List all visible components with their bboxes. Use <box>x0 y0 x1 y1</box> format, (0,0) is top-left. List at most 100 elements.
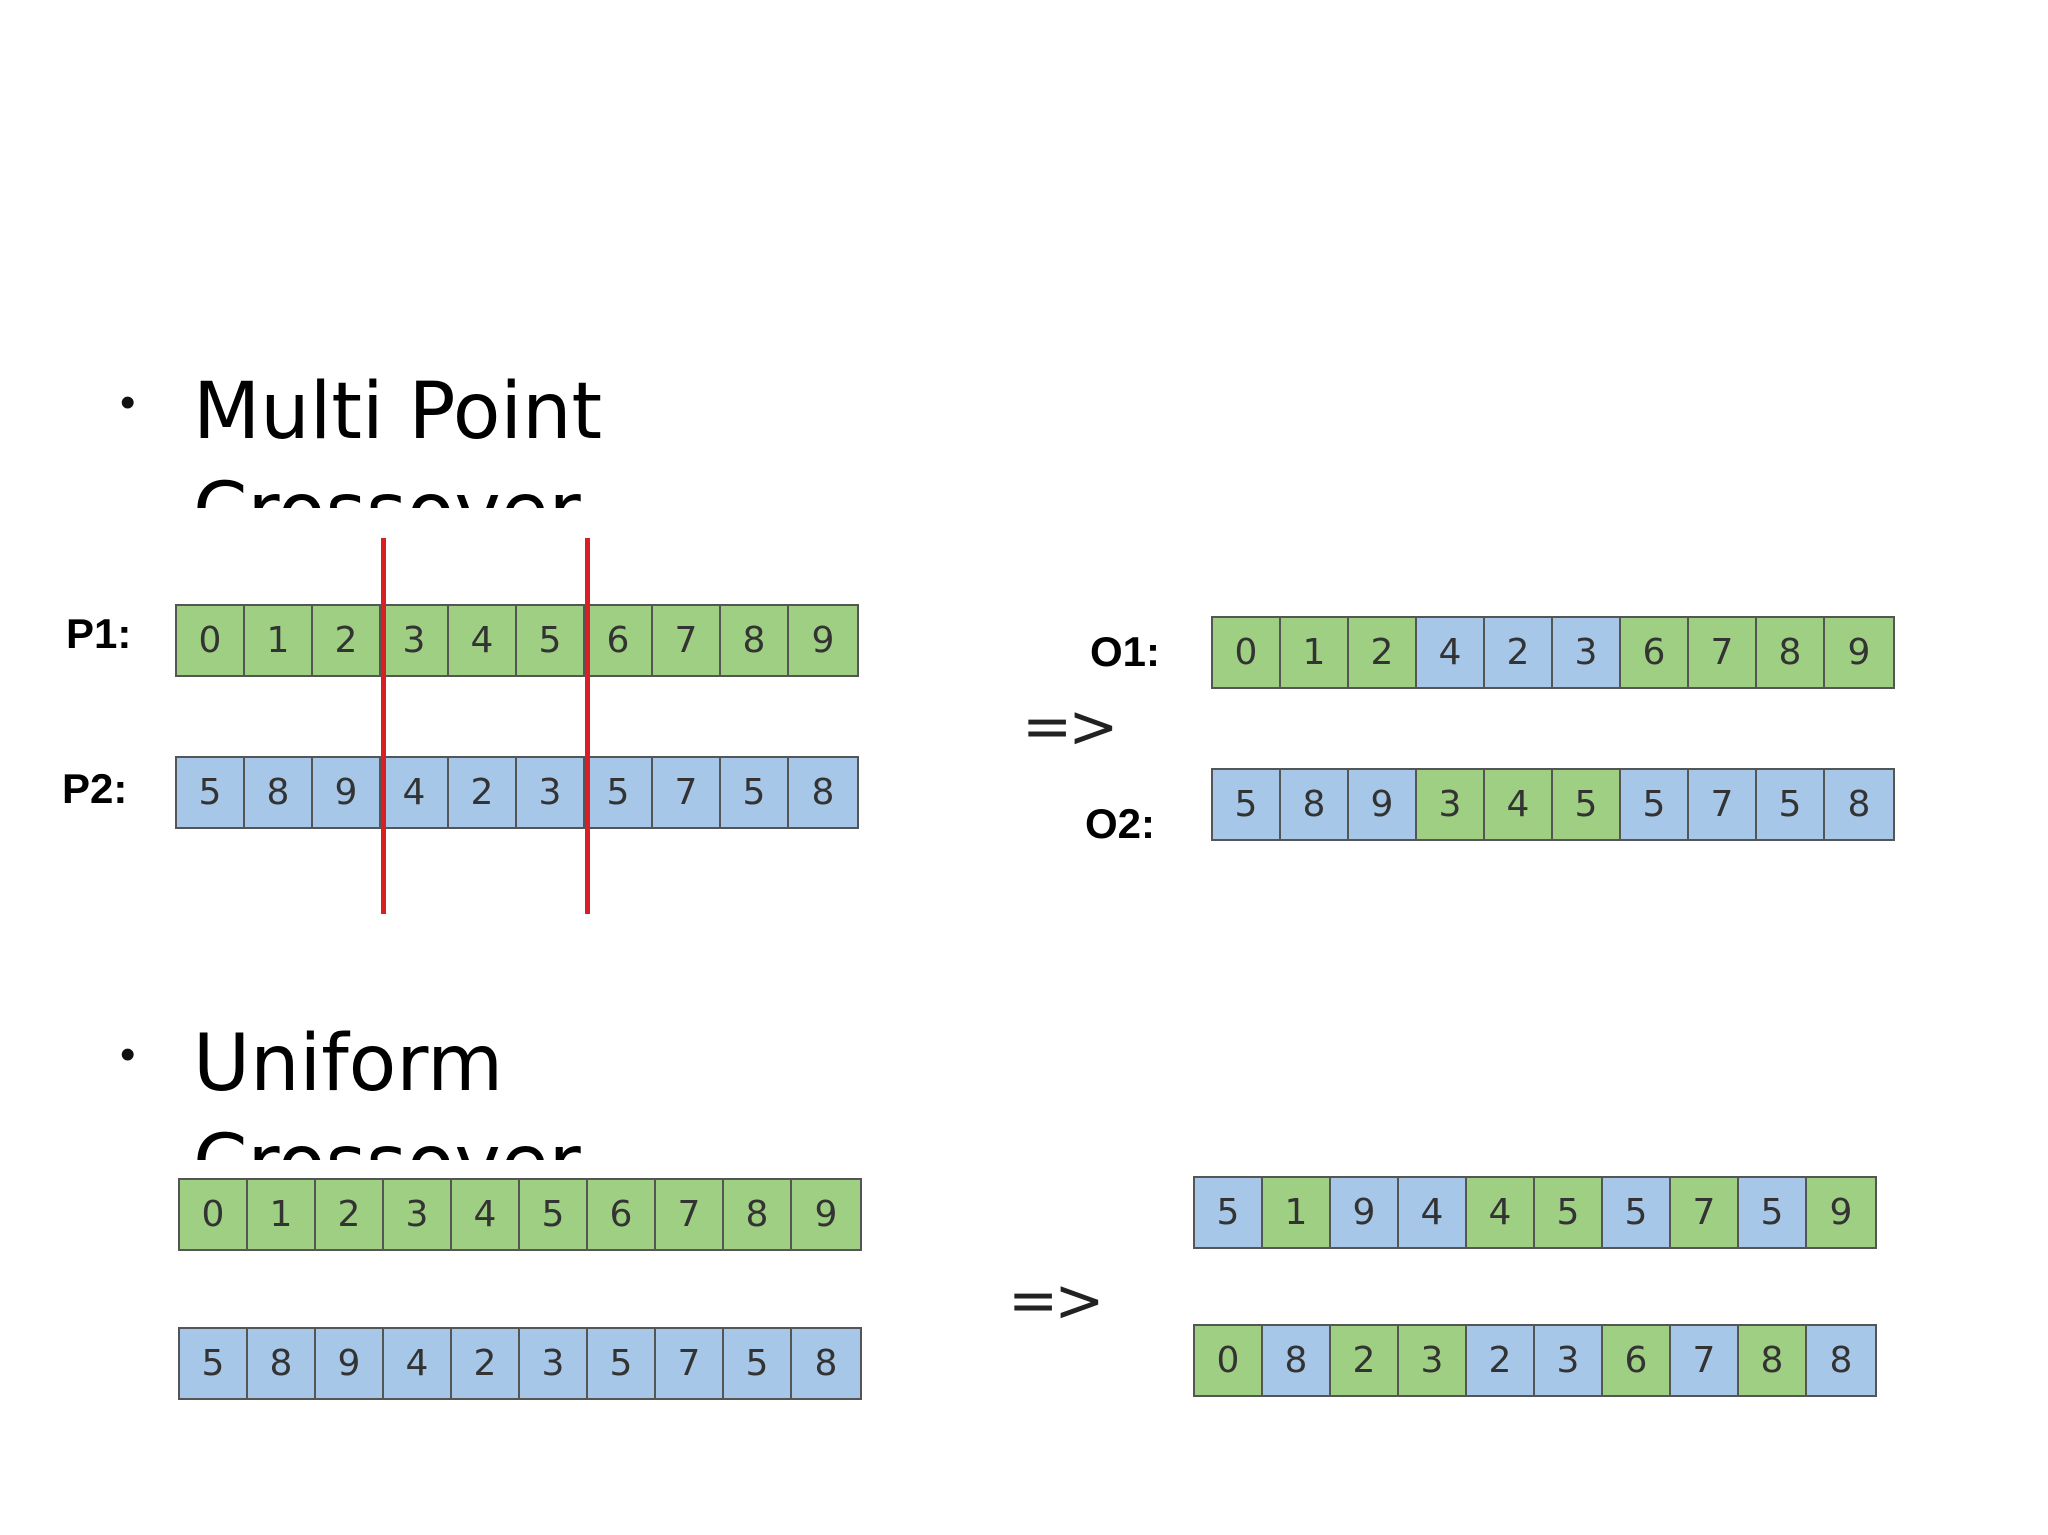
gene-cell: 1 <box>1281 618 1349 687</box>
result-arrow: => <box>1022 692 1119 762</box>
gene-cell: 0 <box>1213 618 1281 687</box>
gene-cell: 5 <box>588 1329 656 1398</box>
gene-cell: 5 <box>585 758 653 827</box>
gene-cell: 4 <box>449 606 517 675</box>
crossover-point-1 <box>381 538 386 914</box>
gene-cell: 7 <box>1689 618 1757 687</box>
gene-cell: 7 <box>656 1329 724 1398</box>
gene-cell: 8 <box>1807 1326 1875 1395</box>
crossover-point-2 <box>585 538 590 914</box>
gene-cell: 5 <box>520 1180 588 1249</box>
gene-cell: 5 <box>1195 1178 1263 1247</box>
uniform-result-arrow: => <box>1008 1266 1105 1336</box>
gene-cell: 2 <box>452 1329 520 1398</box>
gene-cell: 9 <box>789 606 857 675</box>
gene-cell: 5 <box>1603 1178 1671 1247</box>
gene-cell: 8 <box>792 1329 860 1398</box>
gene-cell: 8 <box>248 1329 316 1398</box>
gene-cell: 7 <box>656 1180 724 1249</box>
gene-cell: 3 <box>1417 770 1485 839</box>
gene-cell: 4 <box>1417 618 1485 687</box>
p1-label: P1: <box>66 610 132 657</box>
gene-cell: 5 <box>721 758 789 827</box>
gene-cell: 3 <box>1399 1326 1467 1395</box>
gene-cell: 6 <box>588 1180 656 1249</box>
gene-cell: 8 <box>245 758 313 827</box>
gene-cell: 4 <box>384 1329 452 1398</box>
o2-label: O2: <box>1085 800 1156 847</box>
p2-label: P2: <box>62 765 128 812</box>
gene-cell: 3 <box>1535 1326 1603 1395</box>
gene-cell: 0 <box>177 606 245 675</box>
gene-cell: 6 <box>1621 618 1689 687</box>
gene-cell: 7 <box>1671 1178 1739 1247</box>
gene-cell: 4 <box>452 1180 520 1249</box>
gene-cell: 4 <box>1485 770 1553 839</box>
gene-cell: 3 <box>520 1329 588 1398</box>
multi-point-heading: Multi Point Crossover <box>193 367 603 508</box>
gene-cell: 1 <box>1263 1178 1331 1247</box>
gene-cell: 1 <box>245 606 313 675</box>
gene-cell: 9 <box>316 1329 384 1398</box>
gene-cell: 5 <box>177 758 245 827</box>
gene-cell: 9 <box>792 1180 860 1249</box>
uniform-heading: Uniform Crossover <box>193 1019 581 1160</box>
gene-cell: 7 <box>1671 1326 1739 1395</box>
gene-cell: 5 <box>1739 1178 1807 1247</box>
gene-cell: 8 <box>1825 770 1893 839</box>
gene-cell: 5 <box>1553 770 1621 839</box>
gene-cell: 5 <box>1213 770 1281 839</box>
gene-cell: 8 <box>1739 1326 1807 1395</box>
gene-cell: 2 <box>1467 1326 1535 1395</box>
gene-cell: 7 <box>653 606 721 675</box>
bullet-marker: • <box>120 378 136 427</box>
gene-cell: 8 <box>1757 618 1825 687</box>
o1-label: O1: <box>1090 628 1161 675</box>
gene-cell: 5 <box>517 606 585 675</box>
gene-cell: 9 <box>1331 1178 1399 1247</box>
gene-cell: 0 <box>180 1180 248 1249</box>
gene-cell: 8 <box>1263 1326 1331 1395</box>
gene-cell: 2 <box>449 758 517 827</box>
gene-cell: 8 <box>789 758 857 827</box>
bullet-marker: • <box>120 1030 136 1079</box>
gene-cell: 0 <box>1195 1326 1263 1395</box>
gene-cell: 1 <box>248 1180 316 1249</box>
gene-cell: 3 <box>1553 618 1621 687</box>
gene-cell: 9 <box>1807 1178 1875 1247</box>
gene-cell: 9 <box>1825 618 1893 687</box>
gene-cell: 2 <box>1349 618 1417 687</box>
gene-cell: 5 <box>1535 1178 1603 1247</box>
gene-cell: 5 <box>724 1329 792 1398</box>
gene-cell: 4 <box>381 758 449 827</box>
gene-cell: 7 <box>1689 770 1757 839</box>
gene-cell: 2 <box>1331 1326 1399 1395</box>
gene-cell: 8 <box>1281 770 1349 839</box>
gene-cell: 2 <box>316 1180 384 1249</box>
gene-cell: 9 <box>1349 770 1417 839</box>
gene-cell: 9 <box>313 758 381 827</box>
gene-cell: 2 <box>313 606 381 675</box>
gene-cell: 8 <box>721 606 789 675</box>
gene-cell: 7 <box>653 758 721 827</box>
gene-cell: 3 <box>517 758 585 827</box>
gene-cell: 6 <box>1603 1326 1671 1395</box>
gene-cell: 5 <box>180 1329 248 1398</box>
gene-cell: 2 <box>1485 618 1553 687</box>
gene-cell: 8 <box>724 1180 792 1249</box>
gene-cell: 4 <box>1467 1178 1535 1247</box>
gene-cell: 5 <box>1621 770 1689 839</box>
gene-cell: 3 <box>384 1180 452 1249</box>
gene-cell: 3 <box>381 606 449 675</box>
gene-cell: 6 <box>585 606 653 675</box>
gene-cell: 5 <box>1757 770 1825 839</box>
gene-cell: 4 <box>1399 1178 1467 1247</box>
